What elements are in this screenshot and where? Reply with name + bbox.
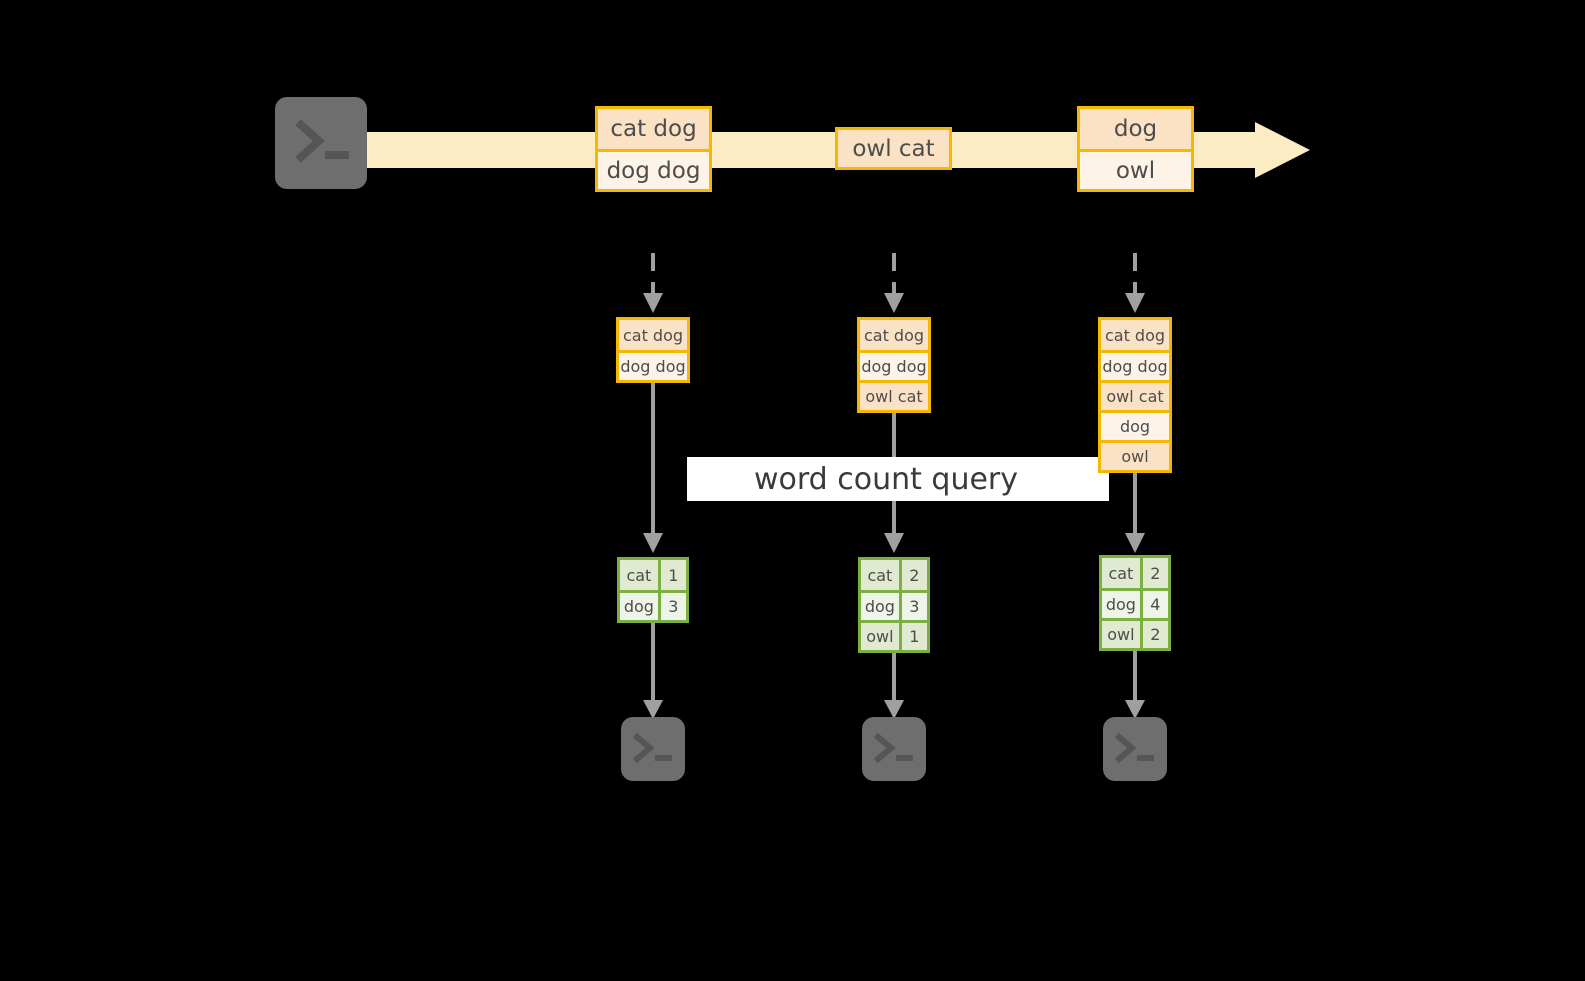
result-word: owl — [1102, 621, 1143, 648]
terminal-prompt-icon — [1103, 717, 1167, 781]
result-word: cat — [861, 560, 902, 590]
result-word: cat — [620, 560, 661, 590]
dashed-arrow-column-3 — [1122, 253, 1148, 315]
terminal-prompt-icon — [275, 97, 367, 189]
table-row: cat 1 — [620, 560, 686, 590]
timeline-event-1[interactable]: cat dog dog dog — [595, 106, 712, 192]
table-row: dog 3 — [620, 590, 686, 620]
sink-arrow-column-1 — [640, 623, 666, 721]
input-line: dog dog — [619, 350, 687, 380]
column-3-input-box[interactable]: cat dog dog dog owl cat dog owl — [1098, 317, 1172, 473]
timeline-event-2[interactable]: owl cat — [835, 127, 952, 170]
input-line: owl cat — [860, 380, 928, 410]
result-word: dog — [620, 593, 661, 620]
dashed-arrow-column-1 — [640, 253, 666, 315]
result-word: dog — [1102, 591, 1143, 618]
event-line: cat dog — [598, 109, 709, 149]
result-count: 3 — [660, 593, 686, 620]
column-2-result-table[interactable]: cat 2 dog 3 owl 1 — [858, 557, 930, 653]
result-count: 2 — [1142, 558, 1168, 588]
input-line: cat dog — [1101, 320, 1169, 350]
column-1-sink-terminal[interactable] — [612, 708, 694, 790]
dashed-arrow-column-2 — [881, 253, 907, 315]
column-1-input-box[interactable]: cat dog dog dog — [616, 317, 690, 383]
source-terminal[interactable] — [266, 88, 376, 198]
table-row: cat 2 — [861, 560, 927, 590]
input-line: cat dog — [619, 320, 687, 350]
input-line: owl — [1101, 440, 1169, 470]
terminal-prompt-icon — [862, 717, 926, 781]
table-row: owl 2 — [1102, 618, 1168, 648]
result-count: 3 — [901, 593, 927, 620]
input-line: dog dog — [1101, 350, 1169, 380]
column-2-input-box[interactable]: cat dog dog dog owl cat — [857, 317, 931, 413]
result-word: cat — [1102, 558, 1143, 588]
input-line: dog dog — [860, 350, 928, 380]
result-word: dog — [861, 593, 902, 620]
query-arrow-column-1 — [640, 383, 666, 555]
result-count: 2 — [1142, 621, 1168, 648]
query-arrow-column-3 — [1122, 473, 1148, 555]
table-row: cat 2 — [1102, 558, 1168, 588]
result-count: 4 — [1142, 591, 1168, 618]
table-row: dog 4 — [1102, 588, 1168, 618]
result-word: owl — [861, 623, 902, 650]
event-line: dog — [1080, 109, 1191, 149]
sink-arrow-column-3 — [1122, 651, 1148, 721]
input-line: dog — [1101, 410, 1169, 440]
word-count-query-text: word count query — [753, 461, 1019, 497]
table-row: owl 1 — [861, 620, 927, 650]
event-line: owl — [1080, 149, 1191, 189]
table-row: dog 3 — [861, 590, 927, 620]
column-3-result-table[interactable]: cat 2 dog 4 owl 2 — [1099, 555, 1171, 651]
timeline-event-3[interactable]: dog owl — [1077, 106, 1194, 192]
result-count: 1 — [901, 623, 927, 650]
input-line: cat dog — [860, 320, 928, 350]
result-count: 1 — [660, 560, 686, 590]
column-1-result-table[interactable]: cat 1 dog 3 — [617, 557, 689, 623]
column-2-sink-terminal[interactable] — [853, 708, 935, 790]
input-line: owl cat — [1101, 380, 1169, 410]
terminal-prompt-icon — [621, 717, 685, 781]
column-3-sink-terminal[interactable] — [1094, 708, 1176, 790]
event-line: dog dog — [598, 149, 709, 189]
result-count: 2 — [901, 560, 927, 590]
word-count-query-label: word count query — [687, 457, 1109, 501]
event-line: owl cat — [838, 130, 949, 167]
sink-arrow-column-2 — [881, 653, 907, 721]
